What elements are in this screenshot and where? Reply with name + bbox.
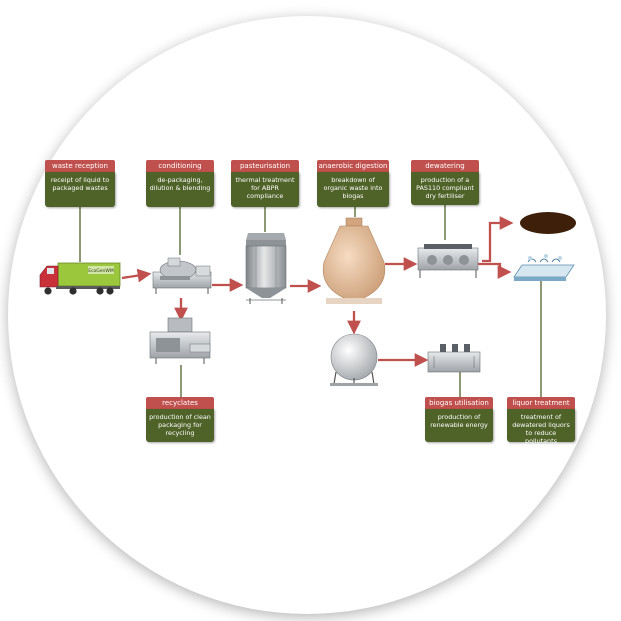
pasteurisation-header: pasteurisation [231, 160, 299, 172]
truck-icon: EcoGenWM [39, 262, 121, 295]
recyclates-description: production of clean packaging for recycl… [146, 409, 214, 442]
depackaging-machine-icon [152, 257, 212, 294]
biogas-utilisation-header: biogas utilisation [425, 397, 493, 409]
circular-frame [8, 16, 606, 614]
fertiliser-cake-icon [520, 212, 576, 234]
chp-engine-icon [427, 344, 481, 373]
flow-arrows [121, 216, 514, 367]
dewatering-press-icon [417, 244, 479, 278]
dewatering-description: production of a PAS110 compliant dry fer… [411, 172, 479, 205]
liquor-treatment-header: liquor treatment [507, 397, 575, 409]
biogas-utilisation-description: production of renewable energy [425, 409, 493, 442]
anaerobic-digestion-header: anaerobic digestion [317, 160, 389, 172]
conditioning-description: de-packaging, dilution & blending [146, 172, 214, 207]
pasteurisation-description: thermal treatment for ABPR compliance [231, 172, 299, 207]
digester-icon [322, 217, 386, 304]
dewatering-header: dewatering [411, 160, 479, 172]
waste-reception-description: receipt of liquid to packaged wastes [45, 172, 115, 207]
waste-reception-header: waste reception [45, 160, 115, 172]
liquor-treatment-tank-icon [513, 254, 575, 281]
liquor-treatment-description: treatment of dewatered liquors to reduce… [507, 409, 575, 445]
anaerobic-digestion-description: breakdown of organic waste into biogas [317, 172, 389, 207]
truck-label: EcoGenWM [88, 268, 114, 274]
pasteurisation-silo-icon [245, 233, 287, 304]
recyclates-shredder-icon [149, 317, 211, 364]
conditioning-header: conditioning [146, 160, 214, 172]
connector-lines [79, 205, 542, 397]
biogas-holder-icon [330, 333, 378, 386]
recyclates-header: recyclates [146, 397, 214, 409]
